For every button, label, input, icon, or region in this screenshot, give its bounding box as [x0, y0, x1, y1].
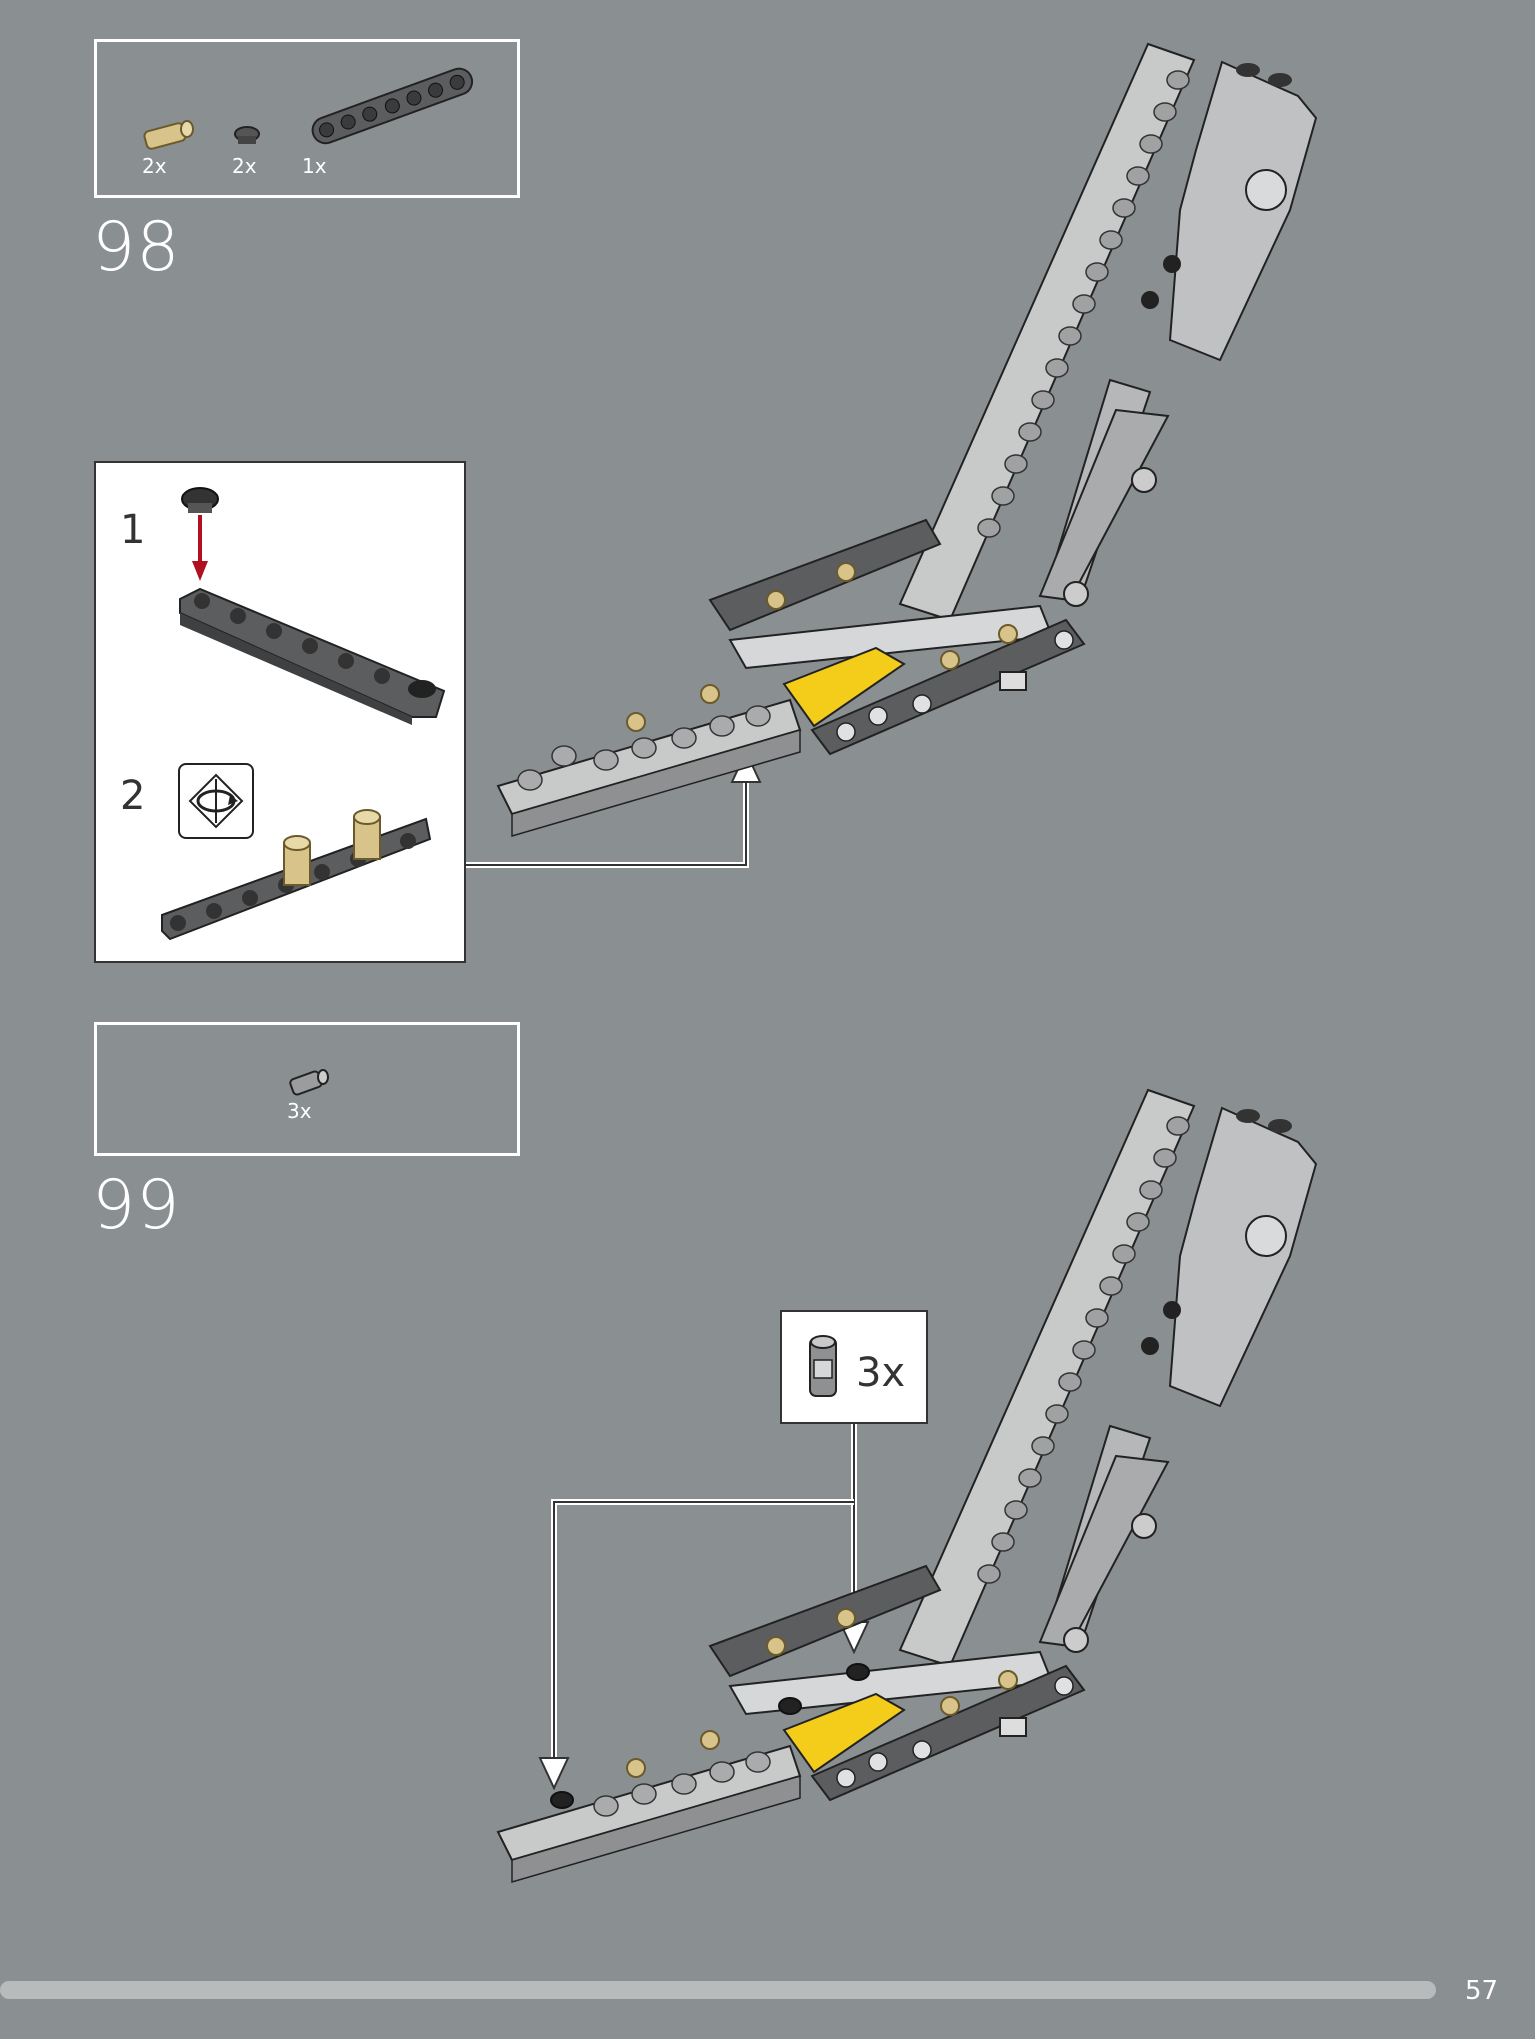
substep-2-illustration	[161, 809, 432, 941]
part-qty: 3x	[287, 1099, 312, 1123]
part-qty: 2x	[232, 154, 257, 178]
axle-pin-tan	[353, 809, 381, 860]
part-qty: 1x	[302, 154, 327, 178]
parts-callout: 3x	[780, 1310, 928, 1424]
page-progress-bar	[0, 1981, 1436, 1999]
substep-number: 1	[120, 507, 146, 553]
callout-qty: 3x	[856, 1350, 906, 1396]
step-number: 98	[92, 208, 181, 287]
pin-connector-gray-icon	[289, 1069, 329, 1096]
rotate-model-icon	[178, 763, 254, 839]
round-tile-dark-icon	[234, 126, 260, 144]
part-qty: 2x	[142, 154, 167, 178]
technic-beam-7-dark-gray-icon	[311, 67, 474, 145]
parts-list-step-99: 3x	[94, 1022, 520, 1156]
technic-beam-dark-gray	[179, 587, 446, 725]
subassembly-panel: 1 2	[94, 461, 466, 963]
substep-1-illustration	[179, 487, 446, 725]
step-number: 99	[92, 1166, 181, 1245]
page-number: 57	[1465, 1976, 1499, 2006]
substep-number: 2	[120, 773, 146, 819]
parts-list-step-98: 2x 2x 1x	[94, 39, 520, 198]
pin-connector-gray-icon	[809, 1335, 837, 1397]
axle-pin-tan-icon	[143, 120, 194, 150]
axle-pin-tan	[283, 835, 311, 886]
